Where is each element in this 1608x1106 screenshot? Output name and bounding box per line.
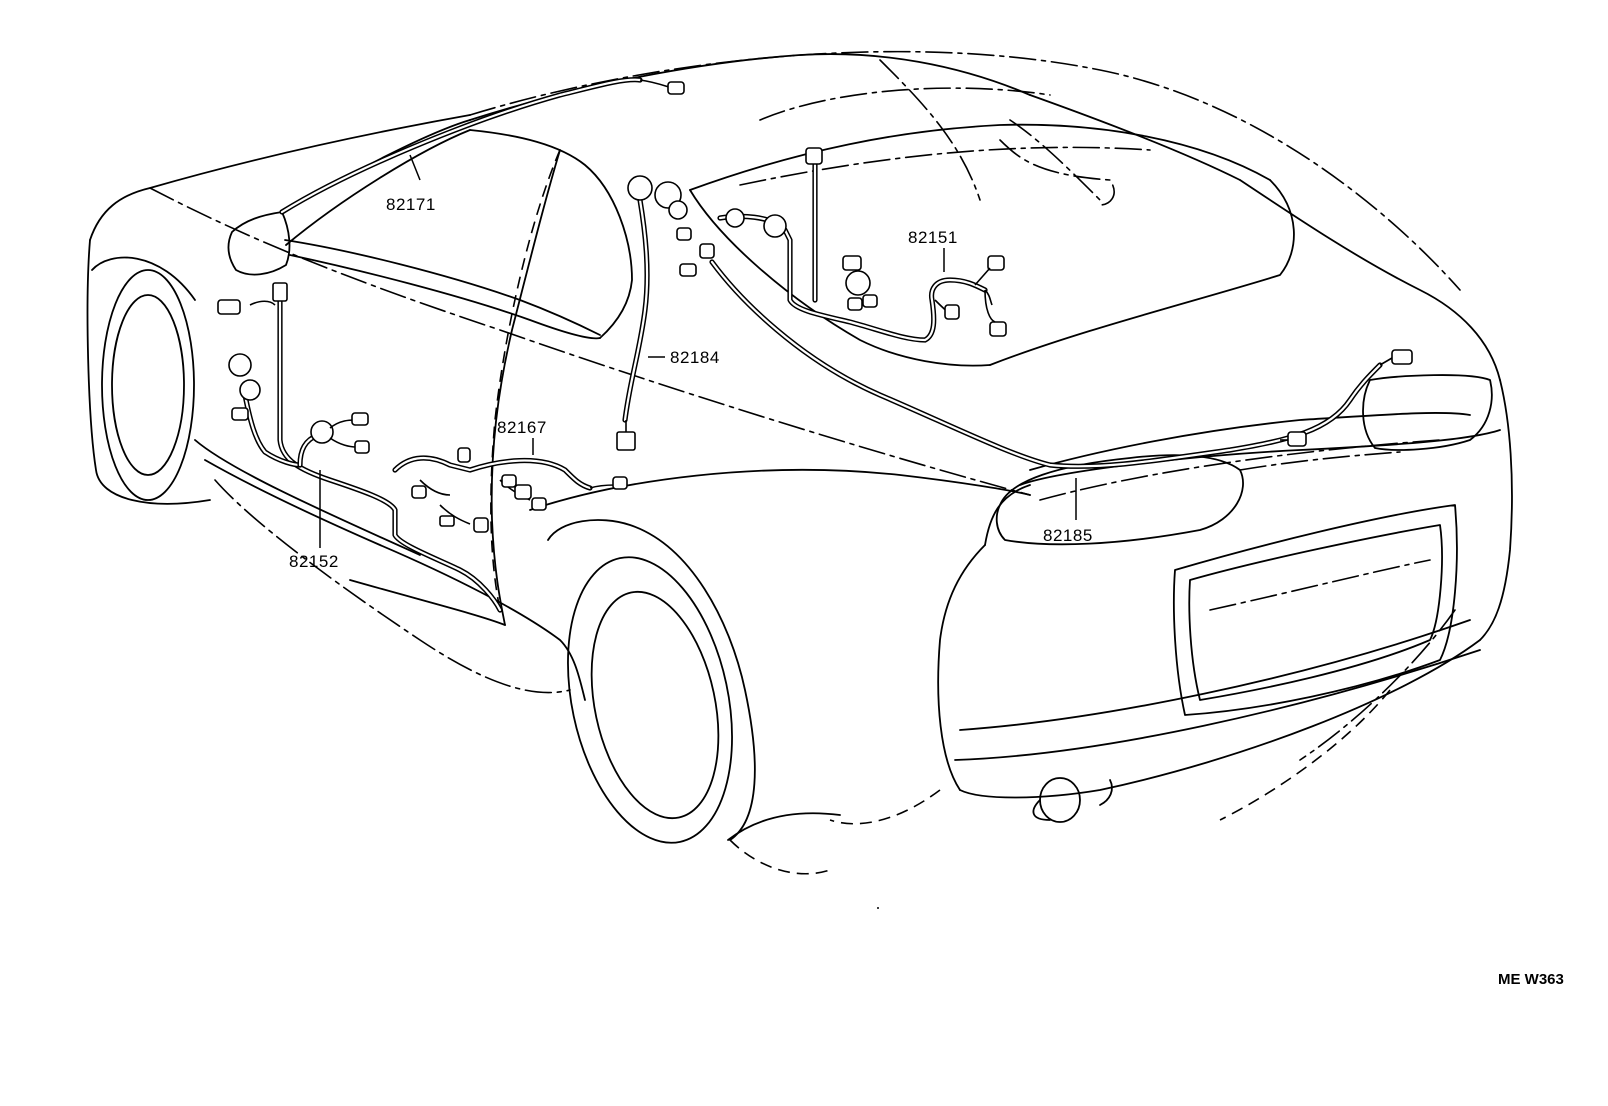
leader-lines xyxy=(319,154,1077,548)
part-number-82184: 82184 xyxy=(670,348,720,367)
part-number-82167: 82167 xyxy=(497,418,547,437)
car-body-outline xyxy=(86,53,1513,844)
drawing-code: ME W363 xyxy=(1498,971,1564,988)
harness-82167-floor xyxy=(392,447,628,533)
part-number-82151: 82151 xyxy=(908,228,958,247)
speck xyxy=(877,907,879,909)
harness-82185-rear xyxy=(709,259,1413,469)
part-number-82171: 82171 xyxy=(386,195,436,214)
harness-82151-hatch xyxy=(717,147,1007,343)
harness-82171-roof xyxy=(279,77,685,215)
part-number-82185: 82185 xyxy=(1043,526,1093,545)
harness-82152-door xyxy=(217,282,503,613)
harness-82184-pillar xyxy=(616,175,715,451)
part-number-82152: 82152 xyxy=(289,552,339,571)
phantom-lines xyxy=(149,50,1461,875)
